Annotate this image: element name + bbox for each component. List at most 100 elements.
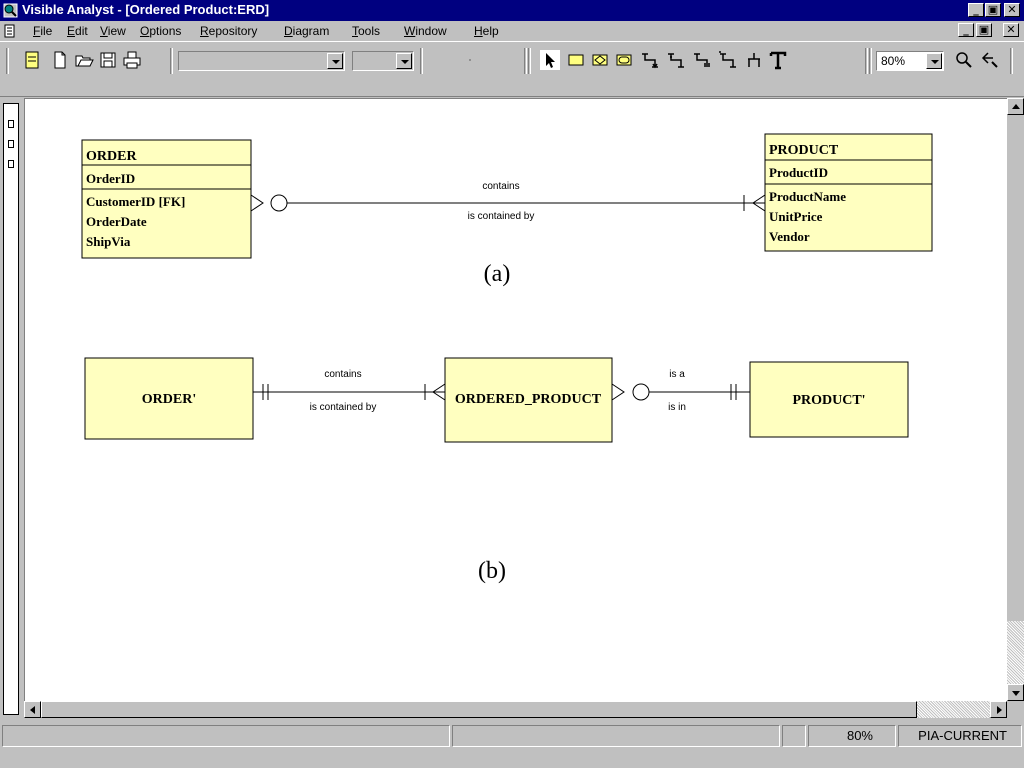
menu-view[interactable]: View — [100, 24, 126, 38]
toolbar-separator — [869, 48, 872, 74]
app-icon[interactable] — [3, 3, 18, 18]
entity-product-prime[interactable]: PRODUCT' — [749, 361, 909, 438]
relationship-line-b1[interactable] — [253, 383, 446, 401]
restore-button[interactable]: ▣ — [985, 3, 1001, 17]
relationship-line-a[interactable] — [250, 194, 766, 212]
scroll-thumb[interactable] — [41, 701, 917, 718]
entity-product-attr: ProductName — [769, 189, 846, 204]
scroll-right-button[interactable] — [990, 701, 1007, 718]
save-icon[interactable] — [98, 50, 118, 70]
scroll-up-button[interactable] — [1007, 98, 1024, 115]
erd-diagram: ORDER OrderID CustomerID [FK] OrderDate … — [81, 133, 933, 584]
entity-tool-icon[interactable] — [566, 50, 586, 70]
menu-help[interactable]: Help — [474, 24, 499, 38]
toolbar-separator — [865, 48, 868, 74]
entity-order-attr: OrderDate — [86, 214, 147, 229]
caption-a: (a) — [484, 261, 511, 287]
scroll-down-button[interactable] — [1007, 684, 1024, 701]
entity-ordered-product-name: ORDERED_PRODUCT — [455, 392, 602, 407]
status-bar: 80% PIA-CURRENT — [0, 723, 1024, 748]
entity-ordered-product[interactable]: ORDERED_PRODUCT — [444, 357, 613, 443]
menu-file[interactable]: File — [33, 24, 53, 38]
menu-window[interactable]: Window — [404, 24, 447, 38]
style-combo[interactable] — [352, 51, 414, 71]
chevron-down-icon[interactable] — [327, 53, 343, 69]
entity-product-key: ProductID — [769, 165, 828, 180]
toolbar-separator — [6, 48, 9, 74]
diagram-canvas[interactable]: ORDER OrderID CustomerID [FK] OrderDate … — [24, 98, 1007, 701]
scroll-track[interactable] — [917, 701, 990, 718]
relationship-tool-4-icon[interactable] — [718, 50, 738, 70]
arrow-left-icon — [30, 706, 35, 714]
entity-order-prime[interactable]: ORDER' — [84, 357, 254, 440]
entity-product-attr: UnitPrice — [769, 209, 823, 224]
document-icon[interactable] — [3, 24, 17, 38]
open-folder-icon[interactable] — [74, 50, 94, 70]
left-tab-strip[interactable] — [3, 103, 19, 715]
caption-b: (b) — [478, 558, 506, 584]
menu-options[interactable]: Options — [140, 24, 182, 38]
entity-order-prime-name: ORDER' — [142, 392, 196, 407]
entity-product-name: PRODUCT — [769, 143, 839, 158]
entity-product-attr: Vendor — [769, 229, 810, 244]
relationship-tool-icon[interactable] — [640, 50, 660, 70]
print-icon[interactable] — [122, 50, 142, 70]
menu-repository[interactable]: Repository — [200, 24, 258, 38]
minimize-button[interactable]: _ — [968, 3, 984, 17]
chevron-down-icon[interactable] — [396, 53, 412, 69]
horizontal-scrollbar[interactable] — [24, 701, 1007, 718]
vertical-scrollbar[interactable] — [1007, 98, 1024, 701]
doc-restore-button[interactable]: ▣ — [976, 23, 992, 37]
scroll-track[interactable] — [1007, 621, 1024, 685]
scroll-left-button[interactable] — [24, 701, 41, 718]
relationship-label-contains: contains — [324, 369, 361, 380]
toolbar-separator — [170, 48, 173, 74]
toolbar-separator — [528, 48, 531, 74]
relationship-label-contained-by: is contained by — [468, 211, 535, 222]
zoom-out-icon[interactable] — [980, 50, 1000, 70]
window-title: Visible Analyst - [Ordered Product:ERD] — [22, 2, 270, 17]
tab-marker[interactable] — [8, 120, 14, 128]
relationship-label-is-in: is in — [668, 402, 686, 413]
relationship-line-b2[interactable] — [611, 383, 750, 401]
text-tool-icon[interactable] — [768, 50, 788, 70]
status-panel-info — [452, 725, 780, 747]
new-file-icon[interactable] — [50, 50, 70, 70]
entity-product-prime-name: PRODUCT' — [792, 393, 865, 408]
tab-marker[interactable] — [8, 160, 14, 168]
relationship-label-is-a: is a — [669, 369, 685, 380]
menu-edit[interactable]: Edit — [67, 24, 88, 38]
pointer-select-icon[interactable] — [540, 50, 560, 70]
repository-icon[interactable] — [22, 50, 42, 70]
entity-order[interactable]: ORDER OrderID CustomerID [FK] OrderDate … — [81, 139, 252, 259]
relationship-label-contains: contains — [482, 181, 519, 192]
menu-bar: File Edit View Options Repository Diagra… — [0, 21, 1024, 41]
entity-order-attr: CustomerID [FK] — [86, 194, 185, 209]
relationship-tool-2-icon[interactable] — [666, 50, 686, 70]
status-mode: PIA-CURRENT — [898, 725, 1022, 747]
doc-close-button[interactable]: ✕ — [1003, 23, 1019, 37]
zoom-select[interactable]: 80% — [876, 51, 944, 71]
attributive-entity-icon[interactable] — [614, 50, 634, 70]
zoom-in-icon[interactable] — [954, 50, 974, 70]
dot-icon — [469, 59, 471, 61]
associative-entity-icon[interactable] — [590, 50, 610, 70]
arrow-right-icon — [997, 706, 1002, 714]
arrow-down-icon — [1012, 691, 1020, 696]
toolbar: 80% — [0, 41, 1024, 97]
entity-order-attr: ShipVia — [86, 234, 131, 249]
entity-product[interactable]: PRODUCT ProductID ProductName UnitPrice … — [764, 133, 933, 252]
toolbar-separator — [420, 48, 423, 74]
chevron-down-icon[interactable] — [926, 53, 942, 69]
doc-minimize-button[interactable]: _ — [958, 23, 974, 37]
subtype-tool-icon[interactable] — [744, 50, 764, 70]
menu-diagram[interactable]: Diagram — [284, 24, 330, 38]
toolbar-separator — [1010, 48, 1013, 74]
status-panel-message — [2, 725, 450, 747]
tab-marker[interactable] — [8, 140, 14, 148]
status-panel-small — [782, 725, 806, 747]
menu-tools[interactable]: Tools — [352, 24, 381, 38]
close-button[interactable]: ✕ — [1004, 3, 1020, 17]
object-combo[interactable] — [178, 51, 345, 71]
relationship-tool-3-icon[interactable] — [692, 50, 712, 70]
